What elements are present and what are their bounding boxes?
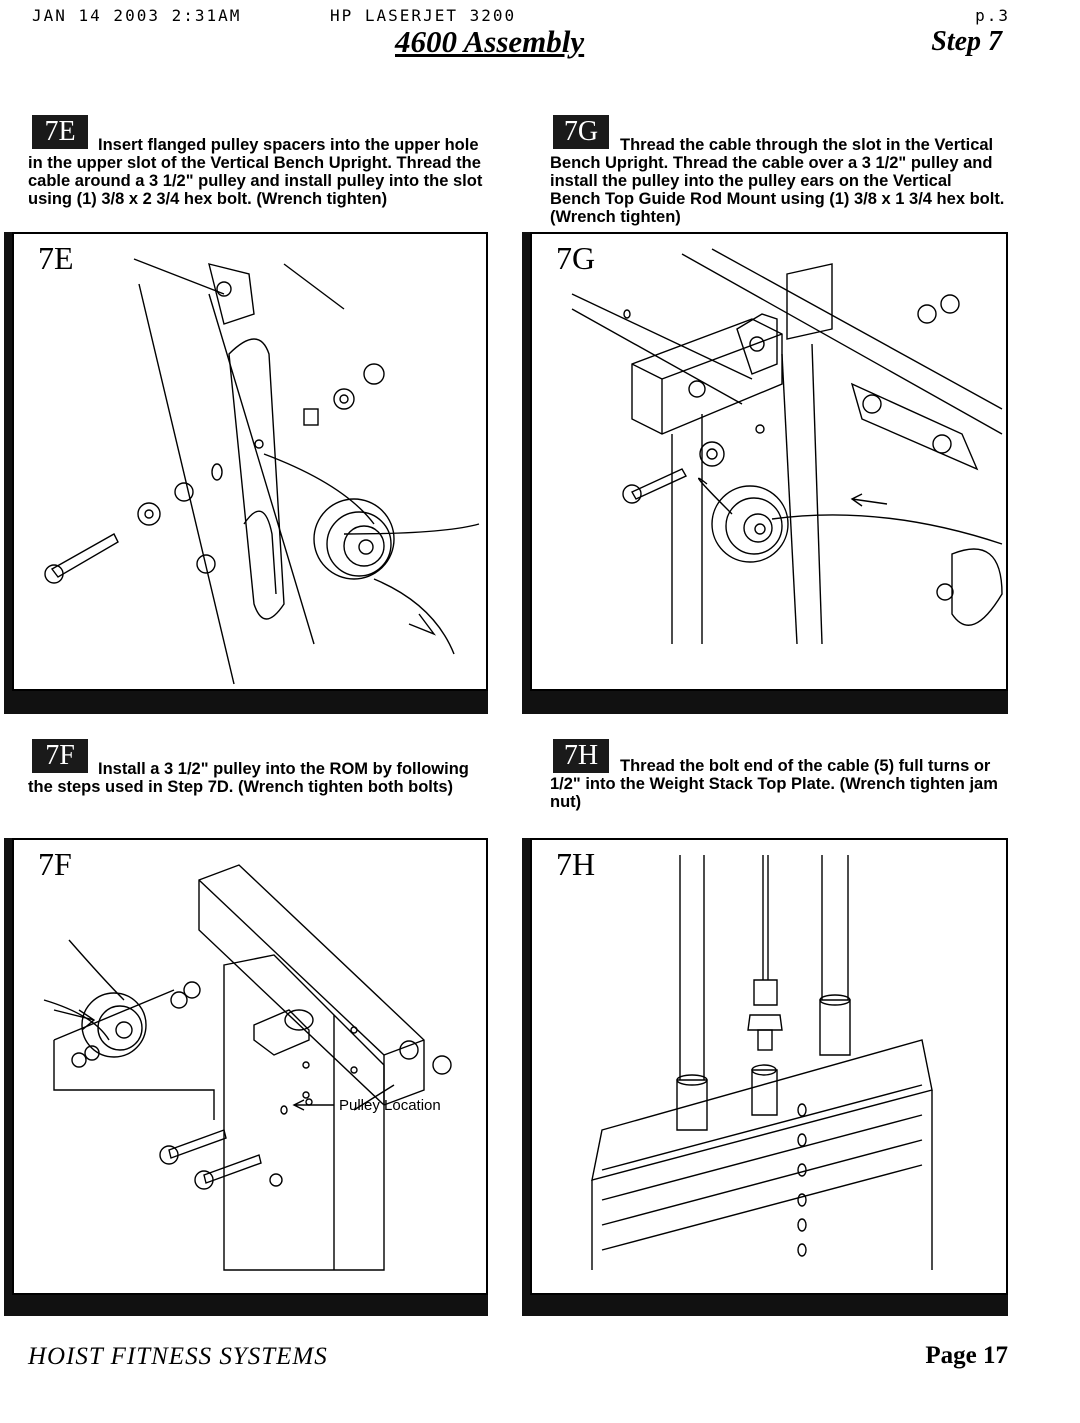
figure-7h-illustration: [591, 855, 933, 1270]
pulley-location-callout: Pulley Location: [339, 1097, 441, 1114]
instruction-7e: Insert flanged pulley spacers into the u…: [28, 136, 483, 208]
page-title: 4600 Assembly: [395, 24, 585, 59]
figure-panel-7h: 7H: [522, 838, 1008, 1316]
figure-7e-illustration: [44, 258, 480, 685]
company-name: HOIST FITNESS SYSTEMS: [28, 1343, 328, 1370]
fax-header-page: p.3: [975, 6, 1010, 25]
instruction-7h: Thread the bolt end of the cable (5) ful…: [550, 757, 998, 811]
fax-header-date: JAN 14 2003 2:31AM: [32, 6, 242, 25]
figure-7f-illustration: Pulley Location: [43, 864, 452, 1271]
page-number: Page 17: [925, 1342, 1008, 1369]
instruction-7g: Thread the cable through the slot in the…: [550, 136, 1005, 226]
figure-7g-illustration: [571, 248, 1003, 645]
step-number: Step 7: [931, 26, 1002, 57]
figure-panel-7e: 7E: [4, 232, 488, 714]
figure-panel-7f: Pulley Location 7F: [4, 838, 488, 1316]
step-badge-7f: 7F: [32, 739, 88, 773]
figure-label-7f: 7F: [38, 846, 72, 882]
figure-label-7g: 7G: [556, 240, 596, 276]
figure-panel-7g: 7G: [522, 232, 1008, 714]
step-badge-7h: 7H: [553, 739, 609, 773]
step-badge-7g: 7G: [553, 115, 609, 149]
instruction-7f: Install a 3 1/2" pulley into the ROM by …: [28, 760, 469, 796]
fax-header-device: HP LASERJET 3200: [330, 6, 517, 25]
figure-label-7h: 7H: [556, 846, 596, 882]
figure-label-7e: 7E: [38, 240, 74, 276]
step-badge-7e: 7E: [32, 115, 88, 149]
